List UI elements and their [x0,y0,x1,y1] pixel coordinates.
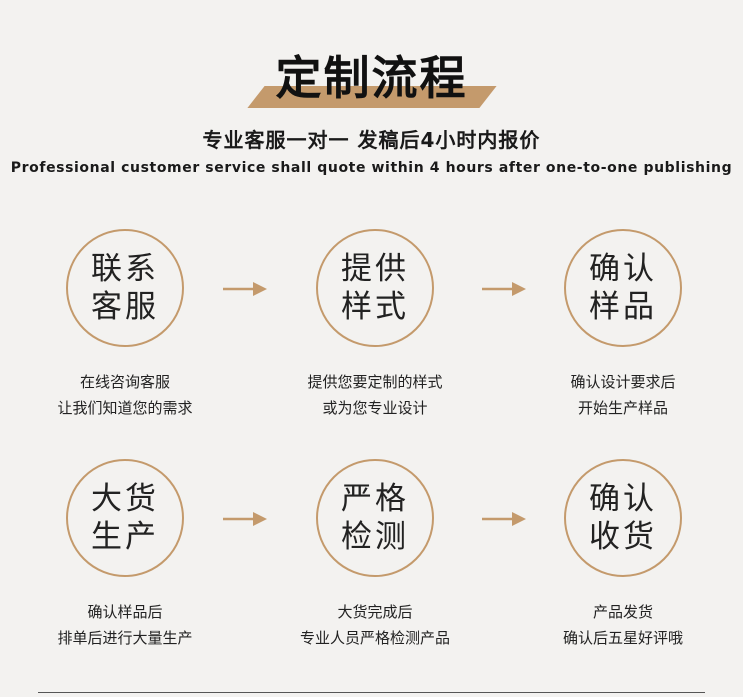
step-mass-production: 大货 生产 确认样品后 排单后进行大量生产 [25,459,225,651]
step-desc-line1: 提供您要定制的样式 [307,373,443,391]
step-title-line2: 样品 [589,289,657,325]
step-description: 提供您要定制的样式 或为您专业设计 [275,369,475,421]
step-desc-line2: 确认后五星好评哦 [562,629,683,647]
step-confirm-receipt: 确认 收货 产品发货 确认后五星好评哦 [523,459,723,651]
step-desc-line1: 在线咨询客服 [79,373,170,391]
step-circle: 提供 样式 [316,229,434,347]
step-desc-line1: 产品发货 [592,603,653,621]
step-description: 产品发货 确认后五星好评哦 [523,599,723,651]
step-desc-line1: 确认设计要求后 [570,373,676,391]
step-circle: 大货 生产 [66,459,184,577]
page-subtitle-english: Professional customer service shall quot… [10,160,733,176]
step-desc-line2: 让我们知道您的需求 [57,399,193,417]
step-desc-line2: 专业人员严格检测产品 [299,629,450,647]
step-title-line1: 联系 [91,251,159,287]
step-circle: 确认 收货 [564,459,682,577]
step-circle: 严格 检测 [316,459,434,577]
page-subtitle: 专业客服一对一 发稿后4小时内报价 [202,128,541,152]
step-title-line2: 生产 [91,519,159,555]
step-title-line2: 收货 [589,519,657,555]
step-title-line2: 客服 [91,289,159,325]
arrow-right-icon [482,282,526,296]
step-circle: 联系 客服 [66,229,184,347]
step-title-line1: 严格 [341,481,409,517]
step-title-line1: 提供 [341,251,409,287]
arrow-right-icon [223,512,267,526]
step-desc-line1: 确认样品后 [87,603,163,621]
arrow-right-icon [482,512,526,526]
arrow-right-icon [223,282,267,296]
step-title-line2: 样式 [341,289,409,325]
step-confirm-sample: 确认 样品 确认设计要求后 开始生产样品 [523,229,723,421]
step-provide-style: 提供 样式 提供您要定制的样式 或为您专业设计 [275,229,475,421]
title-block: 定制流程 [0,38,743,114]
page-title: 定制流程 [275,51,468,105]
step-description: 在线咨询客服 让我们知道您的需求 [25,369,225,421]
step-desc-line1: 大货完成后 [337,603,413,621]
step-circle: 确认 样品 [564,229,682,347]
step-title-line1: 确认 [589,481,657,517]
step-desc-line2: 开始生产样品 [577,399,668,417]
step-title-line1: 确认 [589,251,657,287]
step-desc-line2: 排单后进行大量生产 [57,629,193,647]
step-title-line1: 大货 [91,481,159,517]
step-description: 确认样品后 排单后进行大量生产 [25,599,225,651]
step-desc-line2: 或为您专业设计 [322,399,428,417]
step-title-line2: 检测 [341,519,409,555]
step-description: 大货完成后 专业人员严格检测产品 [275,599,475,651]
step-description: 确认设计要求后 开始生产样品 [523,369,723,421]
step-contact-service: 联系 客服 在线咨询客服 让我们知道您的需求 [25,229,225,421]
bottom-divider [38,692,705,693]
step-strict-inspection: 严格 检测 大货完成后 专业人员严格检测产品 [275,459,475,651]
